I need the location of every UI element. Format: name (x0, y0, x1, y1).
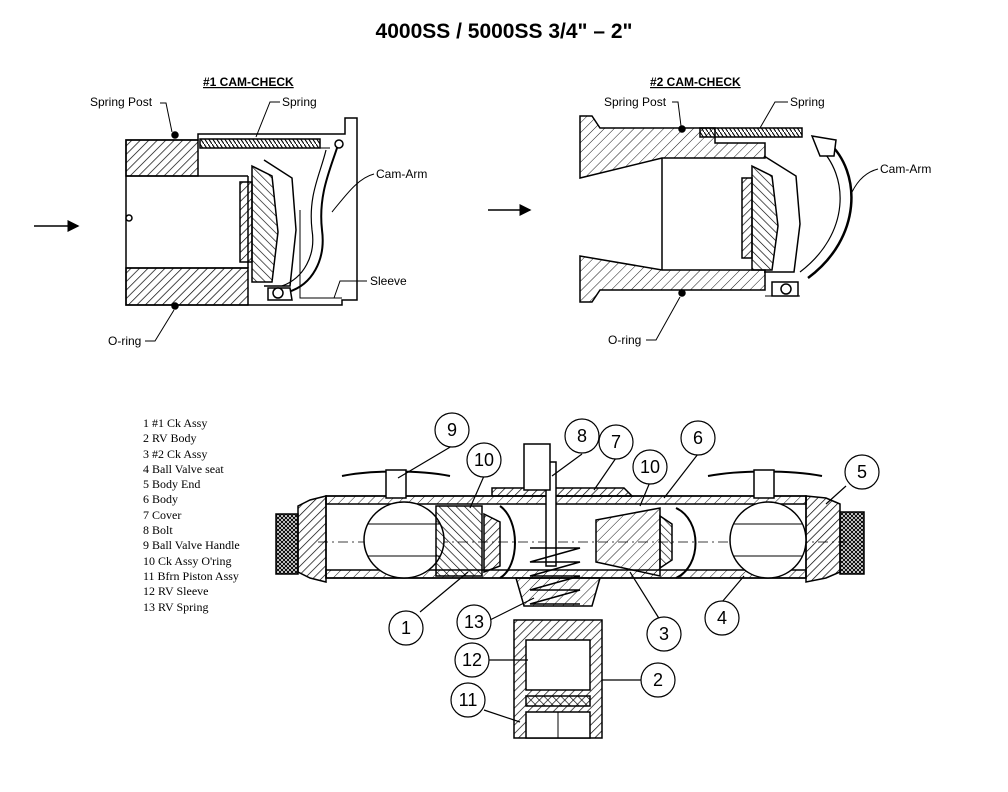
cam-check-1-lower-wall (125, 267, 249, 306)
legend-item: 9 Ball Valve Handle (143, 538, 240, 553)
callout-6-label: 6 (693, 428, 703, 448)
cam-check-2-spring-label: Spring (790, 95, 825, 109)
callout-13-label: 13 (464, 612, 484, 632)
callout-10-left-label: 10 (474, 450, 494, 470)
cam-check-2-upper-wall (579, 115, 766, 179)
body-end-right (839, 511, 865, 575)
callout-12 (454, 642, 490, 678)
bolt (545, 461, 557, 567)
cam-check-2-drawing: #2 CAM-CHECK (488, 75, 853, 303)
cam-check-2-disc (751, 164, 779, 271)
ball-valve-left (363, 501, 445, 579)
legend-item: 4 Ball Valve seat (143, 461, 224, 476)
callout-7-label: 7 (611, 432, 621, 452)
callout-10-left (466, 442, 502, 478)
legend-item: 10 Ck Assy O'ring (143, 553, 232, 568)
spring-post-icon (171, 131, 179, 139)
cam-check-1-spring (199, 138, 321, 149)
callout-10-right-label: 10 (640, 457, 660, 477)
legend-item: 2 RV Body (143, 431, 197, 446)
body-end-left (275, 513, 299, 575)
callout-1-label: 1 (401, 618, 411, 638)
cam-check-1-housing (125, 117, 358, 306)
callout-9 (434, 412, 470, 448)
callout-13 (456, 604, 492, 640)
cam-check-2-cam-arm-label: Cam-Arm (880, 162, 931, 176)
callout-7 (598, 424, 634, 460)
cam-check-1-cam-arm-label: Cam-Arm (376, 167, 427, 181)
parts-legend: 1 #1 Ck Assy 2 RV Body 3 #2 Ck Assy 4 Ba… (143, 416, 240, 615)
legend-item: 1 #1 Ck Assy (143, 416, 208, 430)
legend-item: 13 RV Spring (143, 599, 209, 614)
callout-12-label: 12 (462, 650, 482, 670)
cam-check-1-cam-arm (287, 144, 339, 293)
spring-post-icon (678, 125, 686, 133)
cam-check-2-spring (699, 127, 803, 138)
callout-5 (844, 454, 880, 490)
legend-item: 7 Cover (143, 507, 182, 522)
cover (491, 487, 634, 497)
callout-11 (450, 682, 486, 718)
cam-check-2-spring-post-label: Spring Post (604, 95, 667, 109)
callout-8-label: 8 (577, 426, 587, 446)
cam-check-1-upper-wall (125, 139, 199, 177)
callout-6 (680, 420, 716, 456)
callout-10-right (632, 449, 668, 485)
legend-item: 11 Bfrn Piston Assy (143, 568, 239, 583)
cam-check-2-cam-arm (807, 141, 853, 280)
callout-2 (640, 662, 676, 698)
callout-1 (388, 610, 424, 646)
cam-check-1-spring-label: Spring (282, 95, 317, 109)
cam-check-1-sleeve-label: Sleeve (370, 274, 407, 288)
legend-item: 6 Body (143, 492, 179, 507)
legend-item: 12 RV Sleeve (143, 584, 209, 599)
legend-item: 8 Bolt (143, 523, 173, 538)
cam-check-1-drawing: #1 CAM-CHECK (34, 75, 358, 310)
rv-spring (529, 547, 581, 605)
o-ring-icon (678, 289, 686, 297)
ball-valve-right (729, 501, 807, 579)
cam-check-2-heading: #2 CAM-CHECK (650, 75, 741, 89)
cam-check-2-lower-wall (579, 255, 766, 303)
callout-3 (646, 616, 682, 652)
assembly-drawing (275, 443, 865, 739)
callout-8 (564, 418, 600, 454)
check-assy-2 (595, 507, 661, 577)
callout-3-label: 3 (659, 624, 669, 644)
callout-9-label: 9 (447, 420, 457, 440)
callout-11-label: 11 (459, 690, 478, 710)
cam-check-2-o-ring-label: O-ring (608, 333, 641, 347)
o-ring-icon (171, 302, 179, 310)
page-title: 4000SS / 5000SS 3/4" – 2" (375, 20, 633, 43)
cam-check-1-o-ring-label: O-ring (108, 334, 141, 348)
legend-item: 3 #2 Ck Assy (143, 446, 208, 461)
check-assy-1 (435, 505, 483, 577)
callout-2-label: 2 (653, 670, 663, 690)
callout-4-label: 4 (717, 608, 727, 628)
callout-4 (704, 600, 740, 636)
cam-check-1-heading: #1 CAM-CHECK (203, 75, 294, 89)
callout-5-label: 5 (857, 462, 867, 482)
legend-item: 5 Body End (143, 477, 201, 492)
cam-check-1-disc (251, 164, 279, 283)
cam-check-1-spring-post-label: Spring Post (90, 95, 153, 109)
